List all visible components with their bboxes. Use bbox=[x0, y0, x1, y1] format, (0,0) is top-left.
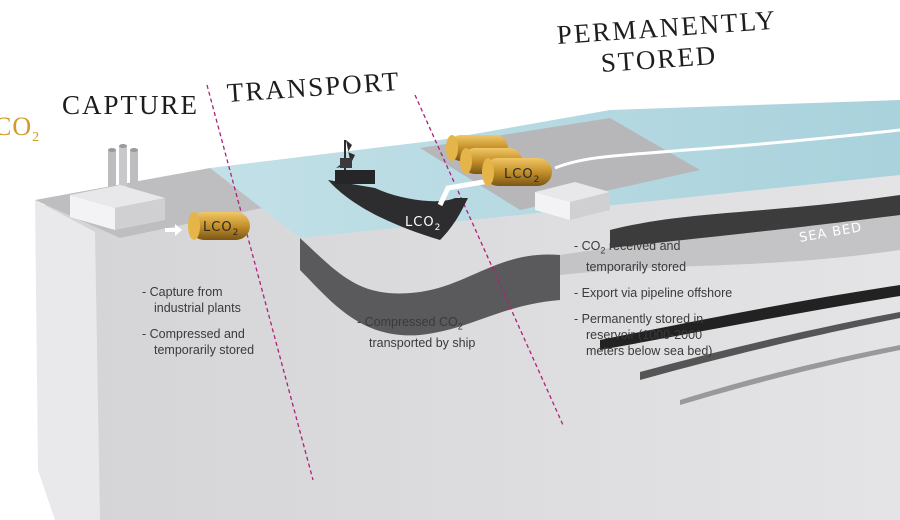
storage-tanks-icon bbox=[446, 135, 552, 186]
offshore-pipeline-icon bbox=[554, 128, 900, 170]
capture-notes: Capture from industrial plants Compresse… bbox=[142, 284, 272, 368]
factory-icon bbox=[70, 144, 165, 230]
seabed-transport bbox=[300, 238, 560, 336]
storage-building-icon bbox=[535, 182, 610, 220]
transport-notes: Compressed CO2 transported by ship bbox=[357, 314, 487, 361]
pipeline-icon bbox=[437, 177, 496, 207]
capture-note-2: Compressed and temporarily stored bbox=[142, 326, 272, 358]
storage-note-2: Export via pipeline offshore bbox=[574, 285, 734, 301]
reservoir-layer-3 bbox=[680, 345, 900, 405]
divider-capture-transport bbox=[206, 84, 314, 481]
transport-note: Compressed CO2 transported by ship bbox=[357, 314, 487, 351]
ship-label: LCO2 bbox=[405, 215, 441, 233]
arrow-icon bbox=[165, 224, 182, 236]
co2-title: CO2 bbox=[0, 112, 41, 146]
ship-icon bbox=[328, 140, 468, 240]
storage-notes: CO2 received and temporarily stored Expo… bbox=[574, 238, 734, 369]
reservoir-layer-2 bbox=[640, 312, 900, 380]
capture-note-1: Capture from industrial plants bbox=[142, 284, 272, 316]
divider-transport-storage bbox=[414, 94, 564, 426]
storage-note-3: Permanently stored in reservoir (1000-20… bbox=[574, 311, 734, 359]
storage-note-1: CO2 received and temporarily stored bbox=[574, 238, 734, 275]
capture-header: CAPTURE bbox=[62, 90, 200, 120]
storage-tank-label: LCO2 bbox=[504, 167, 540, 185]
capture-tank-label: LCO2 bbox=[203, 220, 239, 238]
block-left-side bbox=[35, 200, 100, 520]
capture-tank-icon bbox=[188, 212, 250, 240]
